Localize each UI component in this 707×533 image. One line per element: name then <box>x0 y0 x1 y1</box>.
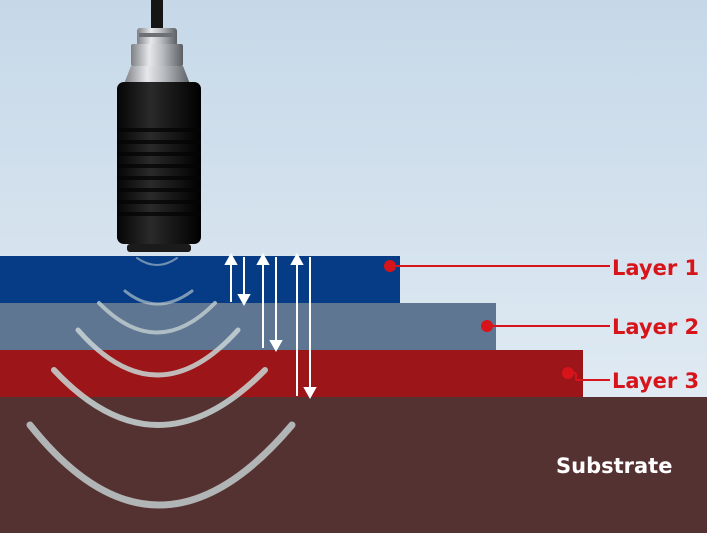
reflection-arrows <box>224 252 317 400</box>
layer-2-block <box>0 303 496 350</box>
layer-3-block <box>0 350 583 397</box>
layer-3-label: Layer 3 <box>612 369 699 393</box>
layer-3-leader <box>562 367 610 381</box>
layer-2-label: Layer 2 <box>612 315 699 339</box>
layer-1-block <box>0 256 400 303</box>
layer-1-label: Layer 1 <box>612 256 699 280</box>
ultrasonic-probe-icon <box>117 0 201 252</box>
layer-1-leader <box>384 260 610 272</box>
layer-2-leader <box>481 320 610 332</box>
sound-wave-icon <box>26 257 296 509</box>
substrate-label: Substrate <box>556 454 672 478</box>
